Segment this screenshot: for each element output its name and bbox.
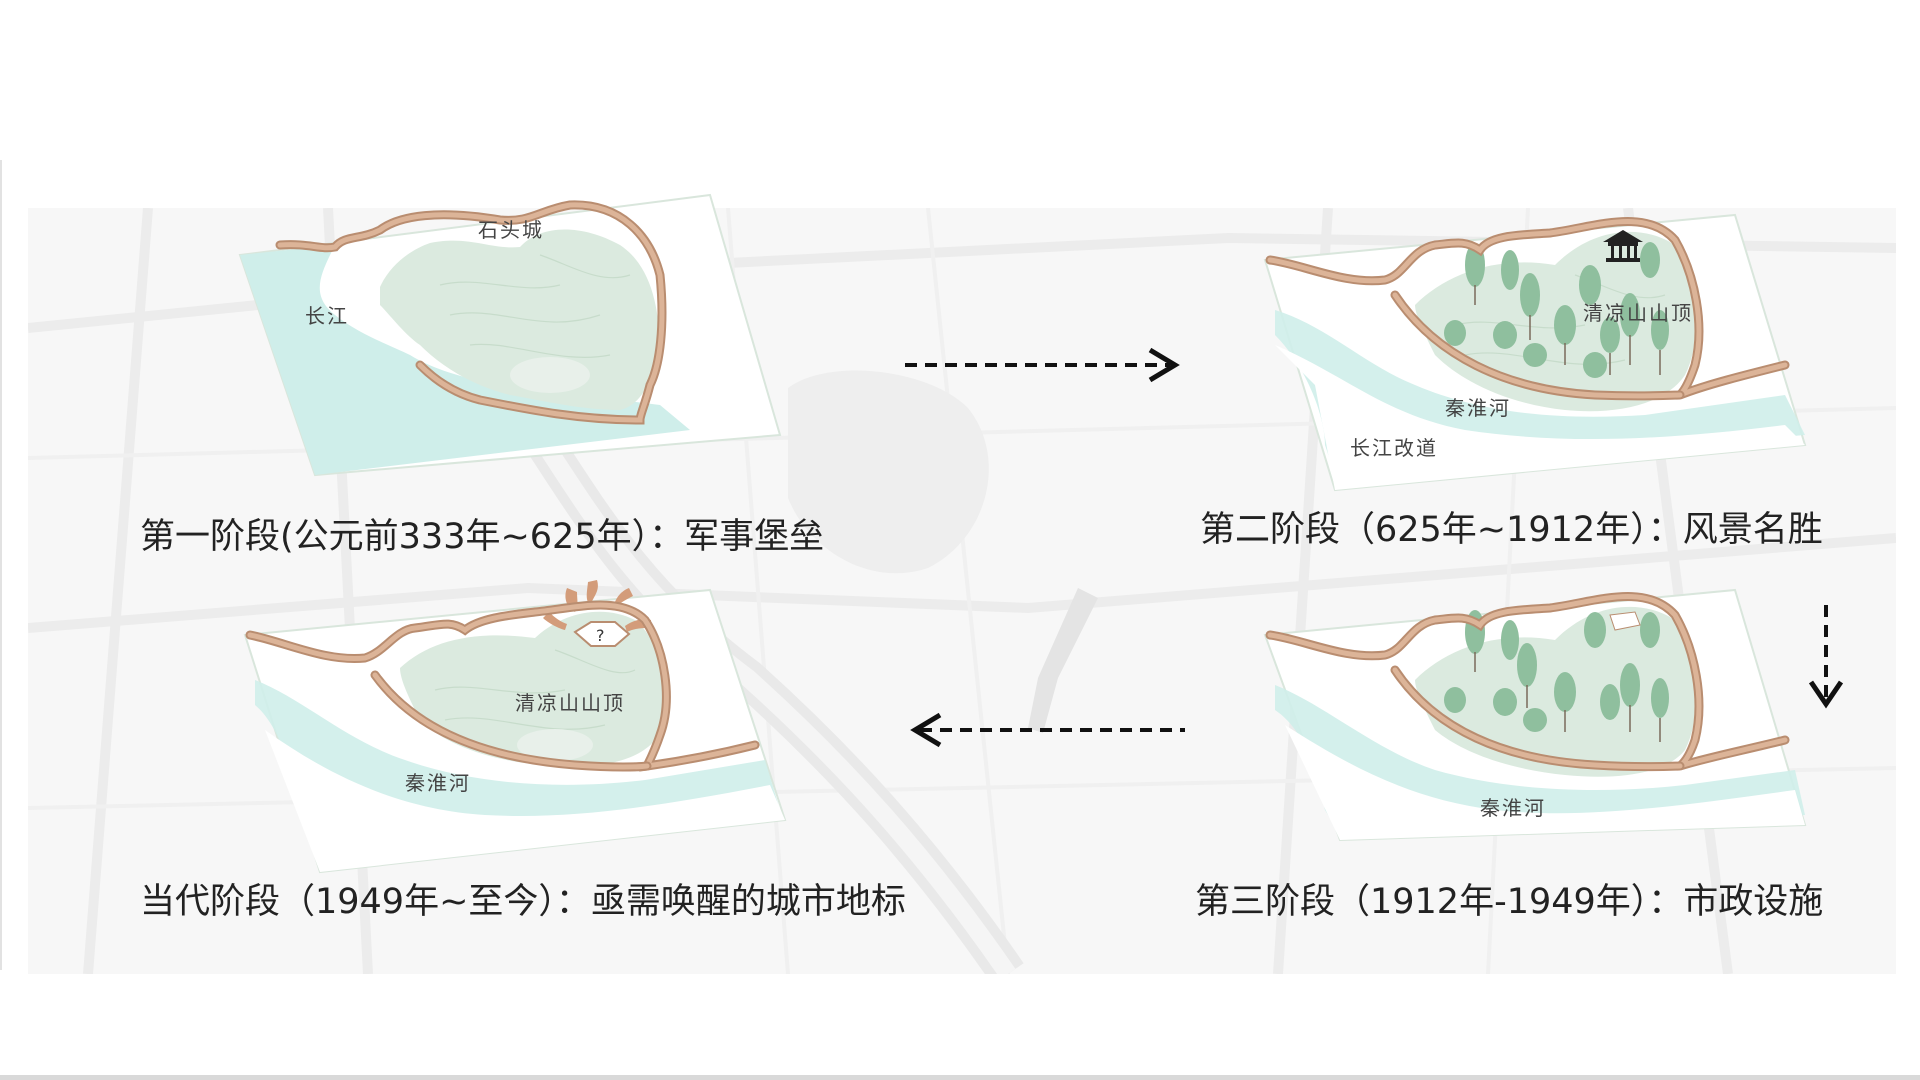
stage-1-map: 石头城 长江 bbox=[238, 193, 790, 485]
stage-1-caption: 第一阶段(公元前333年~625年）：军事堡垒 bbox=[140, 517, 825, 557]
stage-3-map: 秦淮河 bbox=[1263, 588, 1815, 842]
label-qinhuai-3: 秦淮河 bbox=[1480, 796, 1546, 820]
bottom-divider bbox=[0, 1075, 1920, 1080]
arrow-down-icon bbox=[1808, 605, 1844, 709]
label-stone-city: 石头城 bbox=[478, 218, 544, 242]
label-yangtze: 长江 bbox=[305, 304, 349, 328]
left-edge-line bbox=[0, 160, 2, 970]
label-yangtze-diverted: 长江改道 bbox=[1350, 436, 1438, 460]
stage-4-caption: 当代阶段（1949年~至今）：亟需唤醒的城市地标 bbox=[140, 882, 906, 922]
question-mark: ? bbox=[596, 626, 605, 645]
stage-2-map: 清凉山山顶 秦淮河 长江改道 bbox=[1263, 213, 1815, 495]
question-badge: ? bbox=[573, 621, 631, 647]
stage-2-caption: 第二阶段（625年~1912年）：风景名胜 bbox=[1200, 510, 1823, 550]
stage-3-caption: 第三阶段（1912年-1949年）：市政设施 bbox=[1195, 882, 1824, 922]
label-qingliang-peak-2: 清凉山山顶 bbox=[1583, 301, 1693, 325]
label-qingliang-peak-4: 清凉山山顶 bbox=[515, 691, 625, 715]
label-qinhuai-4: 秦淮河 bbox=[405, 771, 471, 795]
arrow-right-icon bbox=[905, 347, 1180, 383]
label-qinhuai-2: 秦淮河 bbox=[1445, 396, 1511, 420]
stage-4-map: ? 清凉山山顶 秦淮河 bbox=[243, 580, 795, 875]
pavilion-icon bbox=[1603, 230, 1643, 262]
arrow-left-icon bbox=[910, 712, 1185, 748]
